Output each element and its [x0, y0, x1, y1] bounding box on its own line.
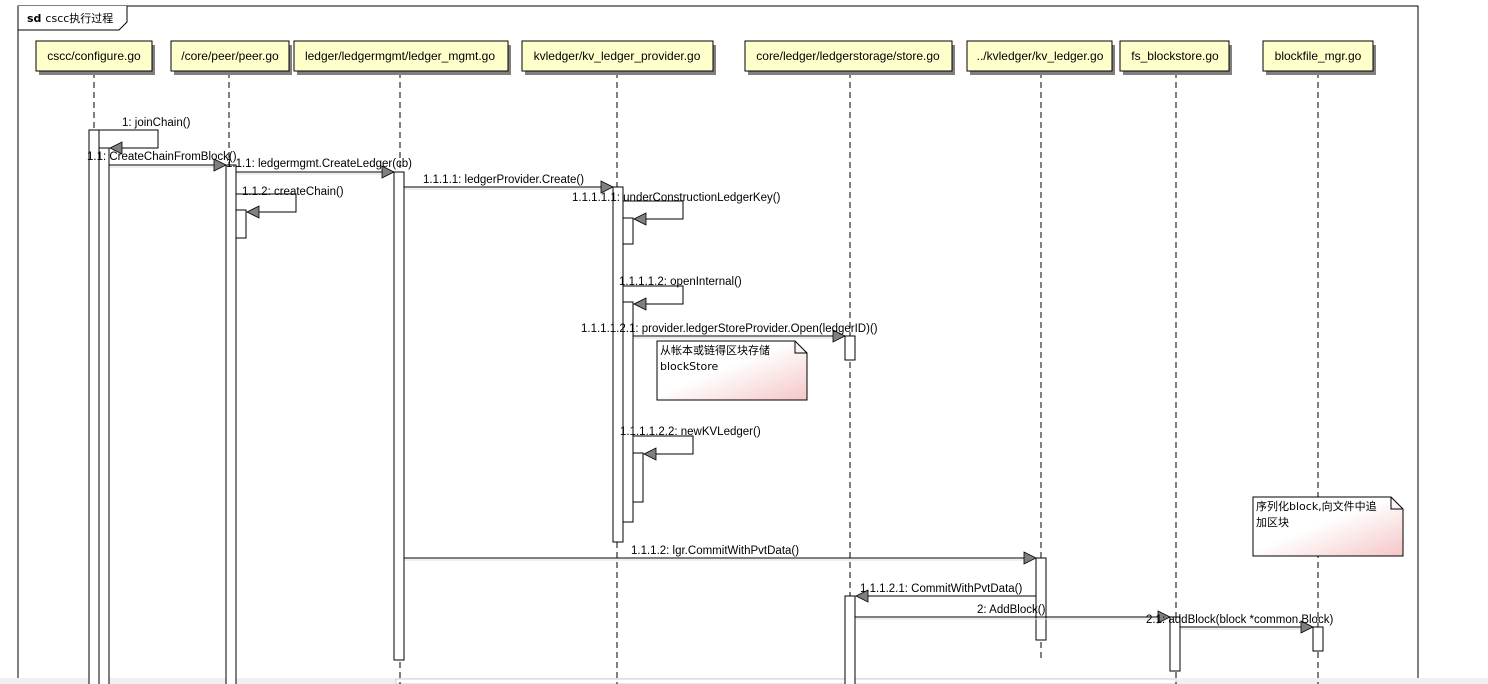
lifeline-blockfilemgr[interactable]: blockfile_mgr.go — [1262, 40, 1376, 75]
message-line — [99, 129, 159, 149]
note-blockstore: 从帐本或链得区块存储 blockStore — [656, 340, 808, 401]
lifeline-label: core/ledger/ledgerstorage/store.go — [756, 49, 940, 63]
lifeline-ledgermgmt[interactable]: ledger/ledgermgmt/ledger_mgmt.go — [293, 40, 511, 75]
diagram-frame — [17, 5, 1419, 684]
lifeline-label: cscc/configure.go — [47, 49, 141, 63]
message-label: 1: joinChain() — [122, 117, 191, 129]
activation-bar — [632, 452, 644, 503]
arrowhead — [600, 180, 614, 194]
arrowhead — [832, 329, 846, 343]
note-append-block: 序列化block,向文件中追 加区块 — [1252, 496, 1404, 557]
arrowhead — [643, 447, 657, 461]
activation-bar — [88, 129, 100, 684]
message-label: 1.1.1: ledgermgmt.CreateLedger(cb) — [226, 158, 412, 170]
message-shadows — [110, 166, 1308, 630]
arrowhead — [633, 297, 647, 311]
activation-bar — [612, 186, 624, 543]
message-label: 1.1: CreateChainFromBlock() — [87, 151, 237, 163]
message-label: 1.1.1.1.2.2: newKVLedger() — [620, 426, 761, 438]
note-line: 加区块 — [1256, 516, 1289, 529]
arrowhead — [633, 212, 647, 226]
message-labels: 1: joinChain() 1.1: CreateChainFromBlock… — [87, 117, 1333, 626]
message-label: 1.1.1.2: lgr.CommitWithPvtData() — [631, 545, 799, 557]
lifeline-label: ledger/ledgermgmt/ledger_mgmt.go — [305, 49, 495, 63]
message-label: 2.1: addBlock(block *common.Block) — [1146, 614, 1333, 626]
lifeline-label: kvledger/kv_ledger_provider.go — [534, 49, 701, 63]
activation-bar — [225, 164, 237, 684]
arrowhead — [1023, 551, 1037, 565]
note-line: blockStore — [660, 360, 718, 373]
message-line — [623, 200, 684, 220]
lifeline-kvledger[interactable]: ../kvledger/kv_ledger.go — [966, 40, 1115, 75]
activation-bar — [622, 217, 634, 245]
note-line: 序列化block,向文件中追 — [1256, 499, 1377, 513]
arrowhead — [213, 158, 227, 172]
lifeline-kvprovider[interactable]: kvledger/kv_ledger_provider.go — [521, 40, 716, 75]
message-line — [236, 193, 297, 213]
message-label: 1.1.1.2.1: CommitWithPvtData() — [860, 583, 1022, 595]
lifeline-fsblockstore[interactable]: fs_blockstore.go — [1119, 40, 1232, 75]
activation-bar — [622, 301, 634, 523]
lifeline-configure[interactable]: cscc/configure.go — [35, 40, 155, 75]
message-label: 2: AddBlock() — [977, 604, 1046, 616]
arrowhead — [1157, 610, 1171, 624]
frame-title-tab — [17, 6, 128, 31]
arrowhead — [855, 589, 869, 603]
message-line — [633, 435, 694, 455]
message-line — [623, 285, 684, 305]
note-line: 从帐本或链得区块存储 — [660, 343, 770, 357]
lifeline-peer[interactable]: /core/peer/peer.go — [170, 40, 292, 75]
activation-bar — [1035, 557, 1047, 641]
lifeline-label: ../kvledger/kv_ledger.go — [977, 49, 1104, 63]
scrollbar-thumb[interactable] — [395, 678, 1177, 684]
activation-bar — [844, 335, 856, 361]
arrowheads — [109, 141, 1314, 634]
message-label: 1.1.2: createChain() — [242, 186, 344, 198]
message-label: 1.1.1.1.2: openInternal() — [619, 276, 742, 288]
activation-bar — [235, 209, 247, 239]
activation-bar — [1312, 626, 1324, 652]
activation-bar — [1169, 616, 1181, 672]
lifeline-label: fs_blockstore.go — [1131, 49, 1219, 63]
message-label: 1.1.1.1.1: underConstructionLedgerKey() — [572, 192, 781, 204]
lifeline-label: blockfile_mgr.go — [1275, 49, 1362, 63]
arrowhead — [1300, 620, 1314, 634]
activation-bar — [844, 595, 856, 684]
activation-bar — [98, 147, 110, 684]
message-label: 1.1.1.1: ledgerProvider.Create() — [423, 174, 584, 186]
message-lines — [99, 129, 1312, 628]
message-label: 1.1.1.1.2.1: provider.ledgerStoreProvide… — [581, 323, 878, 335]
lifeline-headers: cscc/configure.go /core/peer/peer.go led… — [35, 40, 1376, 75]
arrowhead — [381, 165, 395, 179]
arrowhead — [246, 205, 260, 219]
arrowhead — [109, 141, 123, 155]
lifeline-store[interactable]: core/ledger/ledgerstorage/store.go — [744, 40, 955, 75]
activation-bar — [393, 171, 405, 661]
lifeline-label: /core/peer/peer.go — [181, 49, 279, 63]
activation-bars — [88, 129, 1324, 684]
